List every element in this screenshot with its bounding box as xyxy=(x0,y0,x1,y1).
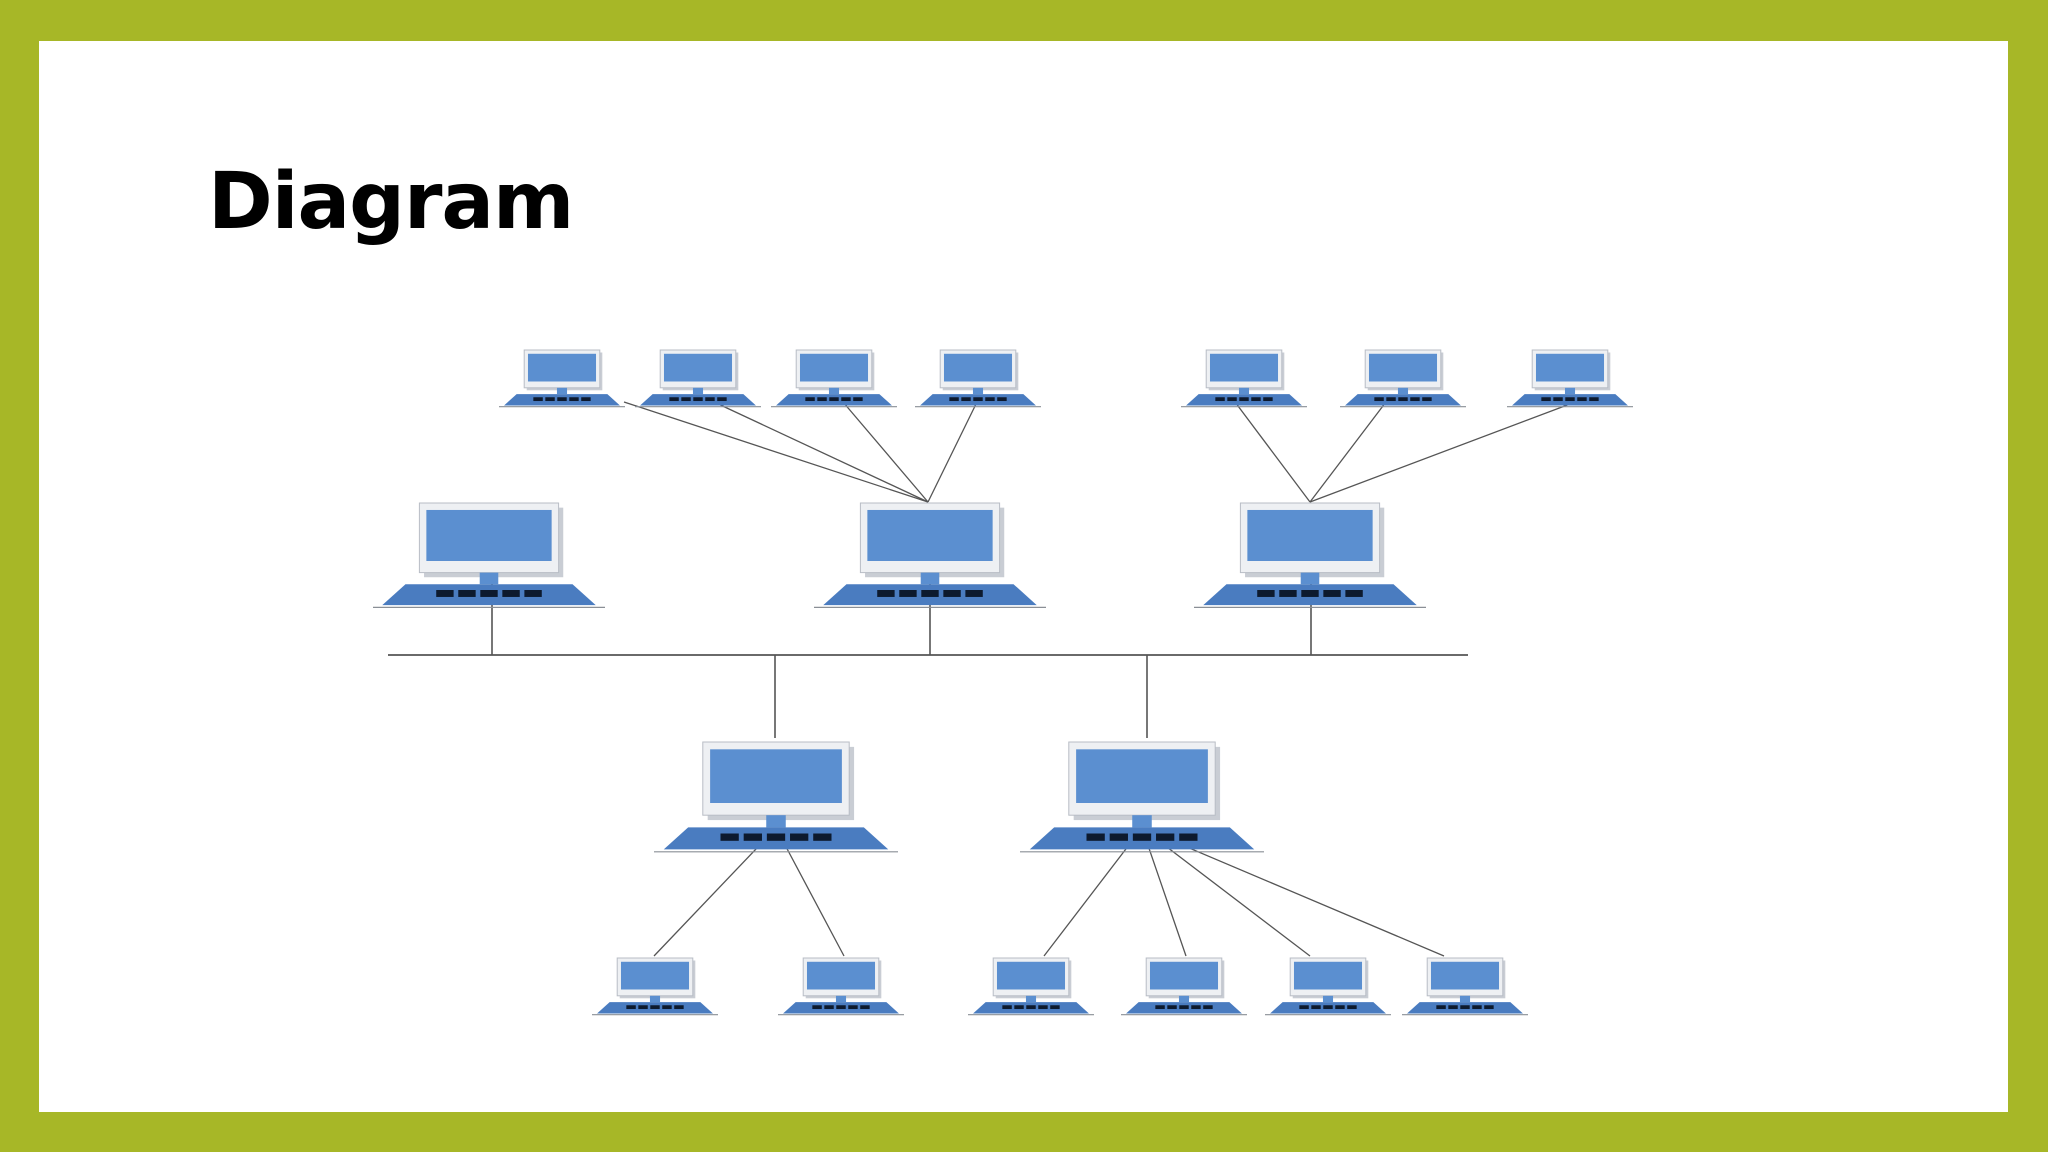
desktop-computer-icon xyxy=(1265,957,1391,1016)
desktop-computer-icon xyxy=(1194,502,1426,609)
hub-link-line xyxy=(927,401,978,503)
desktop-computer-icon xyxy=(1020,741,1264,853)
hub-link-line xyxy=(713,401,929,503)
desktop-computer-icon xyxy=(1402,957,1528,1016)
diagram-nodes xyxy=(373,349,1633,1016)
desktop-computer-icon xyxy=(1181,349,1307,408)
desktop-computer-icon xyxy=(373,502,605,609)
hub-link-line xyxy=(1309,403,1571,503)
desktop-computer-icon xyxy=(499,349,625,408)
desktop-computer-icon xyxy=(654,741,898,853)
hub-link-line xyxy=(623,401,929,503)
desktop-computer-icon xyxy=(1507,349,1633,408)
diagram-links xyxy=(388,397,1571,957)
desktop-computer-icon xyxy=(968,957,1094,1016)
slide-canvas xyxy=(39,41,2008,1112)
desktop-computer-icon xyxy=(1121,957,1247,1016)
desktop-computer-icon xyxy=(635,349,761,408)
desktop-computer-icon xyxy=(814,502,1046,609)
desktop-computer-icon xyxy=(1340,349,1466,408)
desktop-computer-icon xyxy=(778,957,904,1016)
hub-link-line xyxy=(1309,397,1390,503)
desktop-computer-icon xyxy=(592,957,718,1016)
hub-link-line xyxy=(842,401,929,503)
desktop-computer-icon xyxy=(915,349,1041,408)
slide-title: Diagram xyxy=(208,157,574,247)
desktop-computer-icon xyxy=(771,349,897,408)
hub-link-line xyxy=(1231,397,1311,503)
